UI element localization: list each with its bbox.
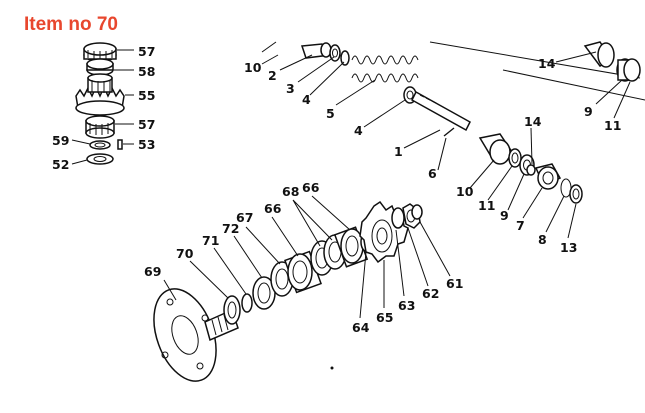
part-1-shaft: [411, 90, 471, 132]
label-58: 58: [138, 64, 155, 79]
part-70-seal: [223, 295, 241, 325]
label-59: 59: [52, 133, 69, 148]
label-7: 7: [516, 218, 525, 233]
label-14-top: 14: [538, 56, 556, 71]
pin-53: [117, 139, 123, 150]
gear-55: [75, 73, 125, 116]
part-10-nut: [478, 133, 514, 165]
bearing-57-bottom: [85, 115, 115, 139]
part-69-flange: [153, 288, 239, 382]
label-52: 52: [52, 157, 69, 172]
label-53: 53: [138, 137, 155, 152]
label-9-top: 9: [584, 104, 593, 119]
label-10-top: 10: [244, 60, 262, 75]
label-72: 72: [222, 221, 239, 236]
washer-59: [89, 140, 111, 150]
part-9-bushing-top: [616, 58, 641, 82]
label-67: 67: [236, 210, 253, 225]
part-13-washer: [569, 184, 583, 204]
label-6: 6: [428, 166, 437, 181]
label-8: 8: [538, 232, 547, 247]
washer-58: [86, 58, 114, 76]
part-3-ring: [329, 44, 341, 62]
leader-lines: [163, 51, 631, 319]
part-14-seal: [526, 164, 536, 176]
item-title: Item no 70: [24, 14, 118, 35]
label-4-lower: 4: [354, 123, 363, 138]
label-68: 68: [282, 184, 299, 199]
label-55: 55: [138, 88, 155, 103]
part-63-ring: [391, 207, 405, 229]
part-14-housing-top: [583, 41, 615, 68]
label-57-top: 57: [138, 44, 155, 59]
label-13: 13: [560, 240, 577, 255]
label-63: 63: [398, 298, 415, 313]
part-71-ring: [241, 293, 253, 313]
label-3: 3: [286, 81, 295, 96]
label-2: 2: [268, 68, 277, 83]
label-9-middle: 9: [500, 208, 509, 223]
label-64: 64: [352, 320, 370, 335]
label-71: 71: [202, 233, 219, 248]
label-57-bottom: 57: [138, 117, 155, 132]
part-7-hub: [534, 163, 562, 190]
label-61: 61: [446, 276, 463, 291]
label-11-top: 11: [604, 118, 621, 133]
label-66-upper: 66: [302, 180, 320, 195]
label-66-lower: 66: [264, 201, 282, 216]
label-4-top: 4: [302, 92, 311, 107]
label-1: 1: [394, 144, 403, 159]
label-10-middle: 10: [456, 184, 474, 199]
part-2-collar: [300, 42, 332, 59]
part-11-ring: [508, 148, 522, 168]
label-62: 62: [422, 286, 439, 301]
part-5-spring: [351, 55, 419, 83]
shaft-center-line: [261, 41, 645, 101]
stray-dot: [330, 366, 334, 370]
label-5: 5: [326, 106, 335, 121]
label-65: 65: [376, 310, 393, 325]
label-70: 70: [176, 246, 194, 261]
part-4-washer: [340, 50, 350, 66]
part-6-pin: [443, 127, 455, 137]
label-14-middle: 14: [524, 114, 542, 129]
label-69: 69: [144, 264, 161, 279]
washer-52: [86, 153, 114, 165]
part-61-nut: [411, 204, 423, 220]
label-11-middle: 11: [478, 198, 495, 213]
